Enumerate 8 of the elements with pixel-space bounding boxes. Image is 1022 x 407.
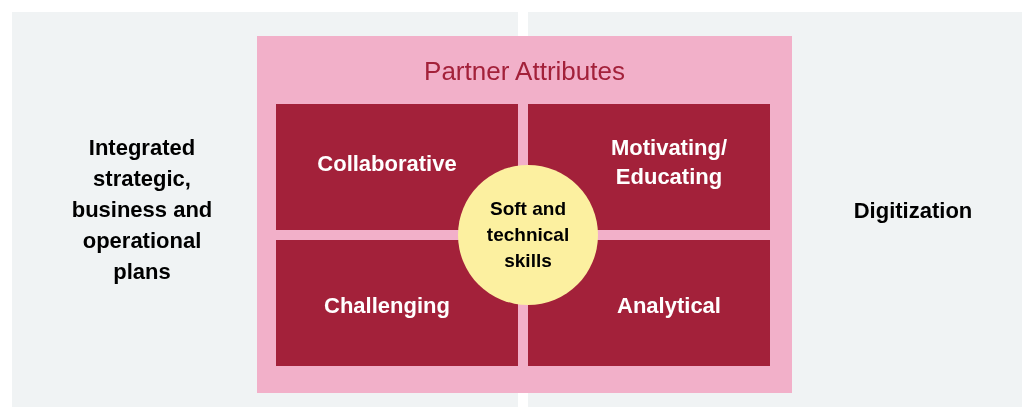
node-label: Motivating/ Educating — [609, 134, 729, 191]
node-label: Analytical — [617, 291, 721, 320]
node-label: Partner Attributes — [423, 55, 626, 88]
side-label: Digitization — [852, 197, 974, 225]
node-label: Soft and technical skills — [485, 197, 571, 273]
node-label: Challenging — [324, 291, 450, 320]
side-label: Integrated strategic, business and operational plans — [70, 134, 214, 286]
node-label: Collaborative — [317, 149, 457, 178]
